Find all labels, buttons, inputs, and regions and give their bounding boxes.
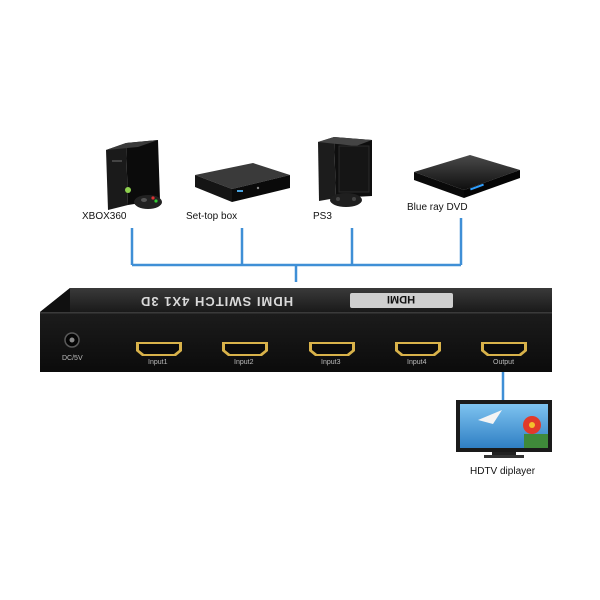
hdmi-port-output [481, 342, 527, 356]
switch-top-face [40, 288, 552, 312]
hdmi-switch-device: HDMI [40, 288, 552, 372]
port-label-input1: Input1 [148, 359, 168, 366]
dc-power-jack [64, 332, 80, 348]
source-label-bluray-dvd: Blue ray DVD [407, 202, 468, 213]
hdmi-logo-plate [350, 293, 453, 308]
display-label: HDTV diplayer [470, 466, 536, 477]
port-label-input2: Input2 [234, 359, 254, 366]
power-label: DC/5V [62, 355, 83, 362]
bluray-dvd-player-icon [414, 155, 520, 198]
hdmi-port-input4 [395, 342, 441, 356]
switch-front-face [40, 312, 552, 372]
port-label-input3: Input3 [321, 359, 341, 366]
xbox360-console-icon [106, 140, 162, 210]
ps3-console-icon [318, 137, 372, 207]
hdmi-port-input2 [222, 342, 268, 356]
hdmi-port-input3 [309, 342, 355, 356]
port-label-output: Output [493, 359, 515, 366]
hdtv-icon [456, 400, 552, 458]
source-label-set-top-box: Set-top box [186, 211, 238, 222]
source-label-ps3: PS3 [313, 211, 332, 222]
switch-brand-text: HDMI SWITCH 4X1 3D [140, 294, 294, 309]
source-label-xbox360: XBOX360 [82, 211, 127, 222]
port-label-input4: Input4 [407, 359, 427, 366]
svg-text:HDMI: HDMI [387, 293, 415, 305]
hdmi-port-input1 [136, 342, 182, 356]
set-top-box-icon [195, 163, 290, 202]
